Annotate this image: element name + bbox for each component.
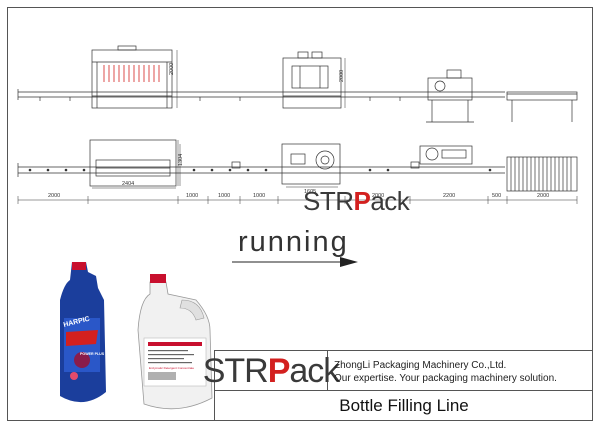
- filling-machine-plan: [89, 139, 179, 187]
- dim-label: 1000: [253, 193, 265, 199]
- brand-prefix: STR: [202, 351, 269, 390]
- running-arrow-head: [340, 257, 358, 267]
- accumulation-table-plan: [506, 156, 578, 192]
- company-info: ZhongLi Packaging Machinery Co.,Ltd. Our…: [328, 351, 593, 391]
- plan-conveyor: [17, 163, 505, 177]
- company-name: ZhongLi Packaging Machinery Co.,Ltd.: [334, 360, 507, 371]
- brand-logo-center: STRPack: [303, 186, 410, 216]
- plan-bottles: [28, 168, 492, 172]
- dimension-chain: [17, 144, 578, 204]
- brand-suffix: ack: [289, 351, 340, 390]
- dim-label: 2000: [48, 193, 60, 199]
- company-slogan: Our expertise. Your packaging machinery …: [334, 373, 557, 384]
- dim-label: 1000: [186, 193, 198, 199]
- capping-machine-plan: [281, 143, 341, 185]
- dim-label: 500: [492, 193, 501, 199]
- labeling-machine-elevation: [426, 69, 474, 123]
- dim-label: 2000: [537, 193, 549, 199]
- jug-label-title: Enzymatic Detergent Concentrate: [149, 366, 194, 370]
- labeling-machine-plan: [419, 145, 473, 165]
- capping-machine-elevation: [282, 51, 346, 109]
- dim-label: 2000: [339, 70, 345, 82]
- dim-label: 2000: [372, 193, 384, 199]
- running-label: running: [238, 226, 349, 258]
- filling-machine-elevation: [91, 45, 173, 109]
- dim-label: 2000: [169, 63, 175, 75]
- filling-nozzles: [103, 65, 160, 82]
- brand-accent: P: [267, 351, 291, 390]
- drawing-sheet: [7, 7, 593, 421]
- dim-label: 1000: [218, 193, 230, 199]
- motor-1: [231, 161, 241, 169]
- motor-2: [410, 161, 420, 169]
- dim-label: 1605: [304, 189, 316, 195]
- detergent-jug: [137, 274, 213, 410]
- dim-label: 2200: [443, 193, 455, 199]
- line-name-title: Bottle Filling Line: [339, 396, 469, 415]
- brand-prefix: STR: [303, 186, 354, 216]
- brand-accent: P: [353, 186, 371, 216]
- dim-label: 1304: [178, 154, 184, 166]
- toilet-cleaner-bottle: [60, 262, 106, 403]
- conveyor-legs: [39, 97, 401, 101]
- dim-label: 2404: [122, 181, 134, 187]
- brand-suffix: ack: [370, 186, 410, 216]
- accumulation-table-elevation: [506, 91, 578, 122]
- cleaner-sub-label: POWER PLUS: [80, 352, 105, 356]
